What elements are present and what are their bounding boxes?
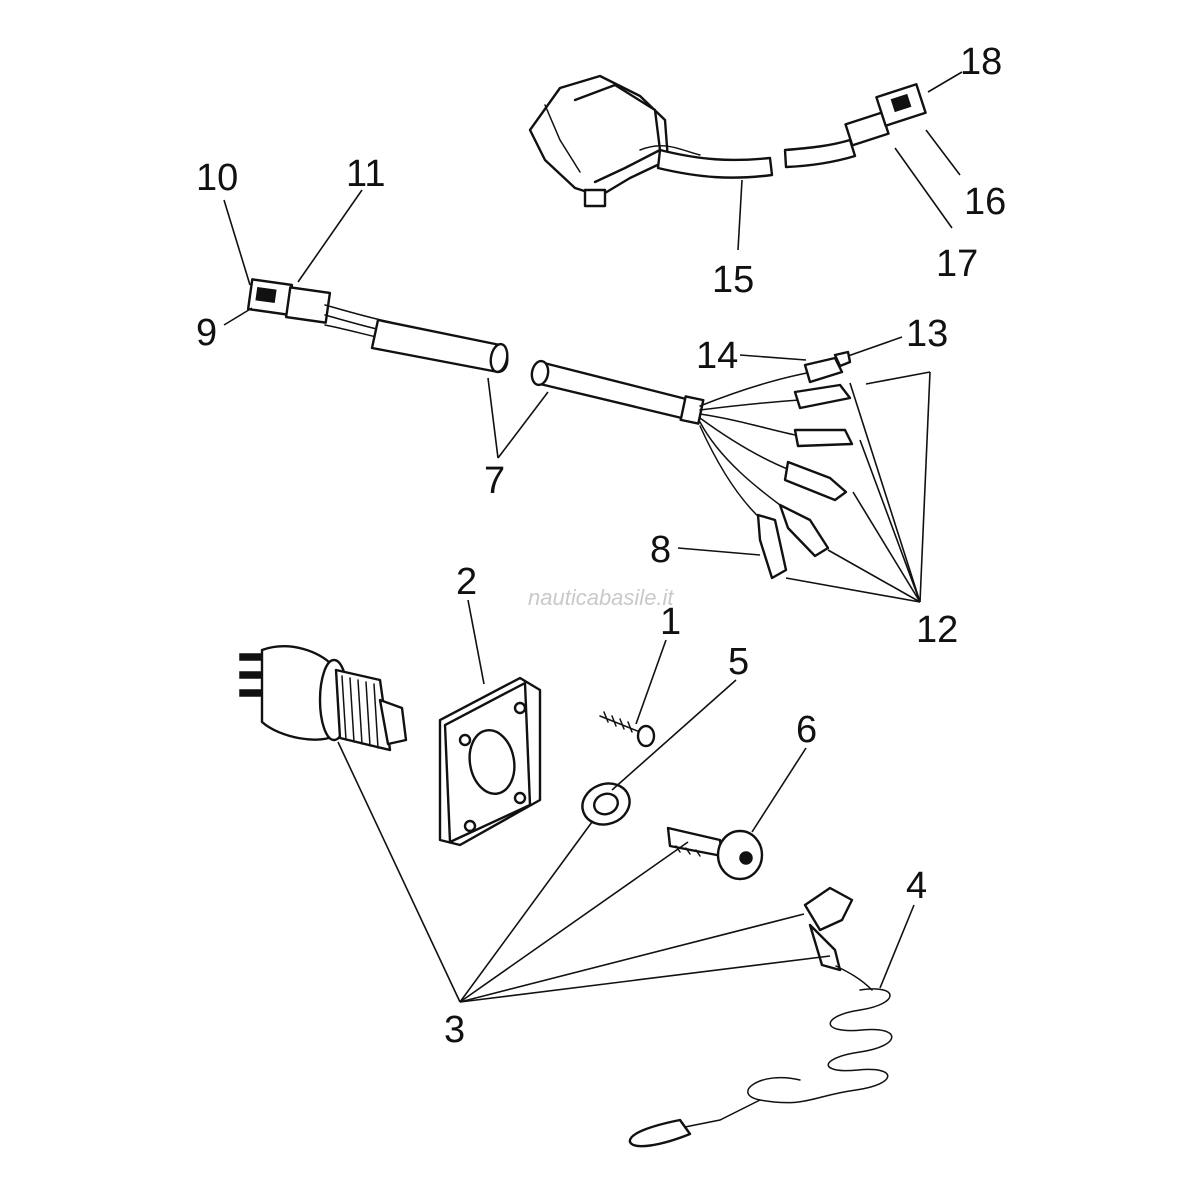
label-4: 4 [906, 865, 927, 907]
label-5: 5 [728, 641, 749, 683]
label-9: 9 [196, 312, 217, 354]
screw [599, 711, 656, 748]
wiring-harness-right [530, 350, 854, 580]
label-16: 16 [964, 181, 1006, 223]
label-7: 7 [484, 460, 505, 502]
label-10: 10 [196, 157, 238, 199]
label-15: 15 [712, 259, 754, 301]
part-labels: 10 11 9 7 14 13 12 8 15 17 16 18 2 1 5 6… [196, 41, 1006, 1051]
label-3: 3 [444, 1009, 465, 1051]
wiring-harness-left [246, 278, 509, 374]
watermark-text: nauticabasile.it [528, 585, 674, 610]
mounting-plate [438, 676, 542, 847]
nut [581, 782, 631, 826]
switch-box-assembly [528, 74, 927, 208]
label-18: 18 [960, 41, 1002, 83]
label-1: 1 [660, 601, 681, 643]
label-8: 8 [650, 529, 671, 571]
label-13: 13 [906, 313, 948, 355]
ignition-switch [239, 645, 408, 752]
leader-lines [223, 71, 963, 1003]
label-12: 12 [916, 609, 958, 651]
label-11: 11 [346, 153, 385, 195]
label-6: 6 [796, 709, 817, 751]
label-2: 2 [456, 561, 477, 603]
lanyard-cord [628, 886, 893, 1148]
label-17: 17 [936, 243, 978, 285]
key [666, 826, 764, 881]
label-14: 14 [696, 335, 738, 377]
